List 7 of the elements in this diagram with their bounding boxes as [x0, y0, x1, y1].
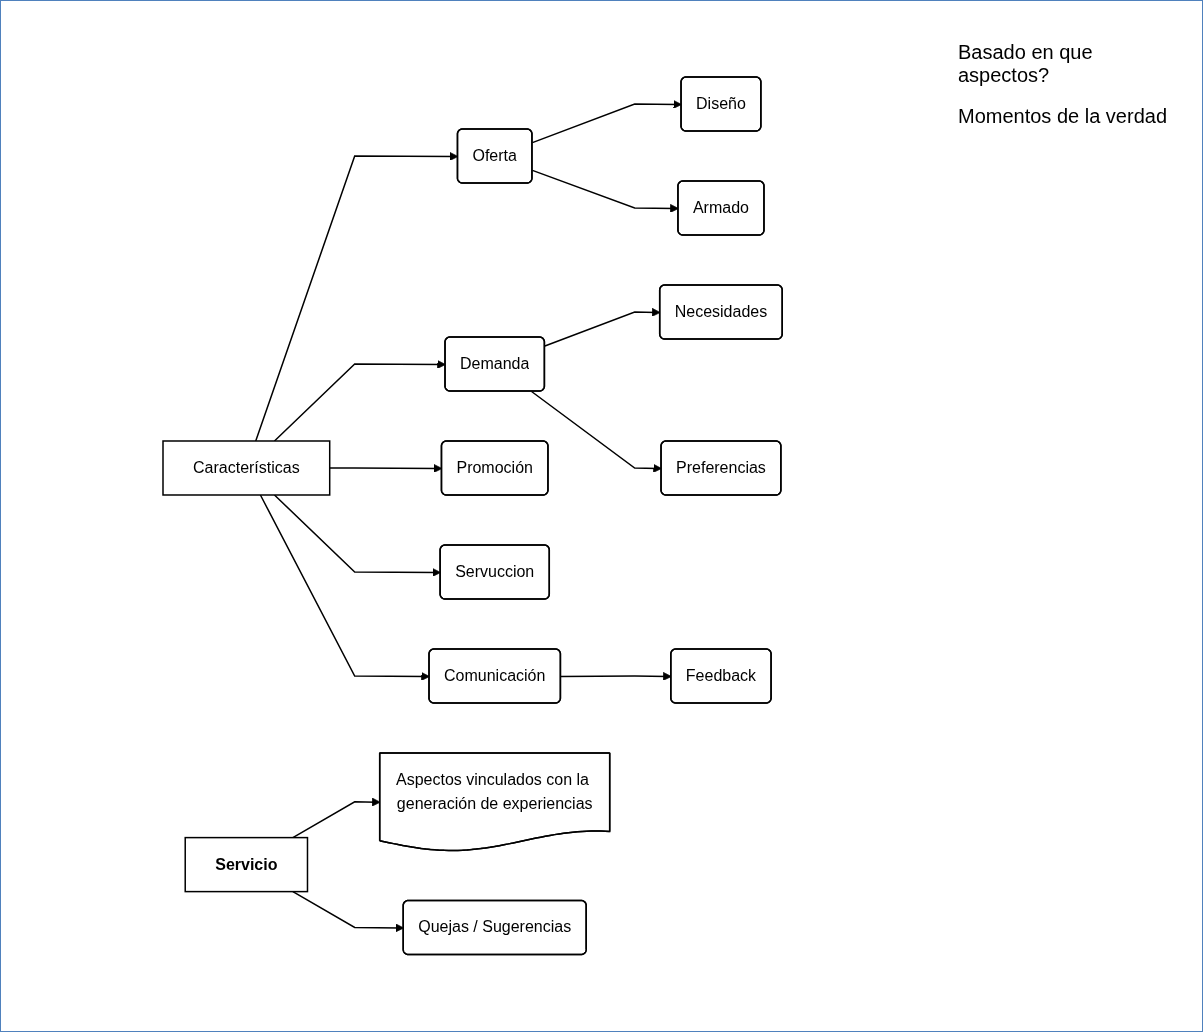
arrow — [292, 797, 381, 839]
note-text: Basado en que aspectos? — [958, 41, 1094, 87]
note-text: Momentos de la verdad — [958, 105, 1168, 128]
arrow — [273, 494, 441, 578]
node-box: Servicio — [184, 837, 309, 893]
node-box: Características — [162, 440, 331, 496]
arrow — [292, 891, 404, 933]
